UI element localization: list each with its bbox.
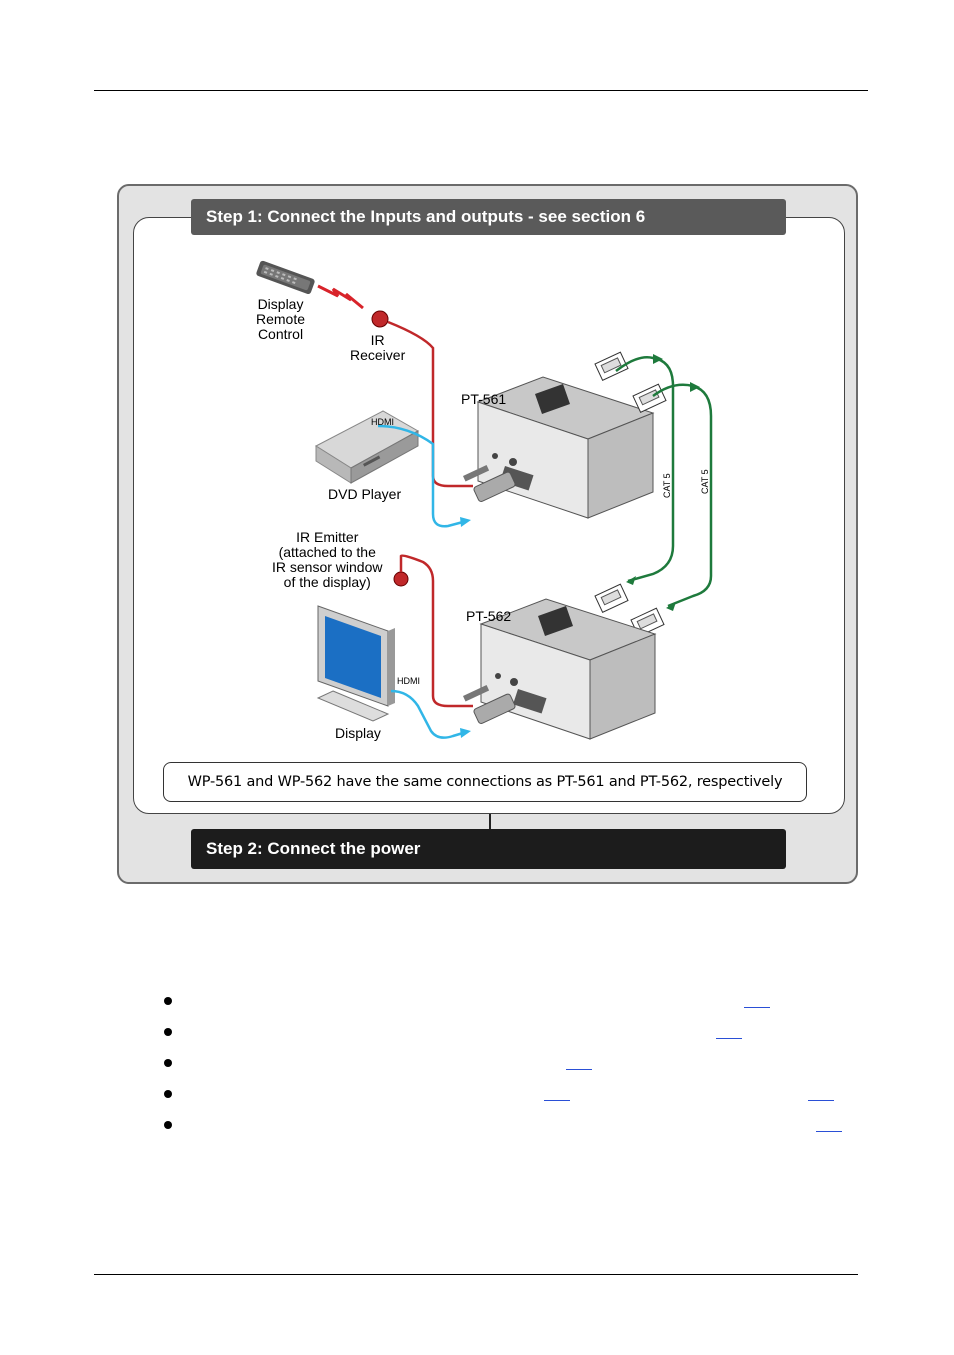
bullet-dot-icon bbox=[164, 1059, 172, 1067]
dvd-player-icon bbox=[314, 410, 420, 484]
ir-receiver-icon bbox=[371, 310, 389, 328]
ir-emitter-label: IR Emitter (attached to the IR sensor wi… bbox=[272, 529, 383, 590]
ir-plug-top-icon bbox=[463, 465, 490, 482]
hdmi-bottom-label: HDMI bbox=[397, 676, 420, 686]
list-item bbox=[164, 1057, 864, 1088]
bullet-dot-icon bbox=[164, 1028, 172, 1036]
cat5-label-b: CAT 5 bbox=[700, 469, 710, 494]
remote-control-icon bbox=[256, 260, 315, 295]
step1-banner: Step 1: Connect the Inputs and outputs -… bbox=[191, 199, 786, 235]
ir-receiver-label: IR Receiver bbox=[350, 332, 406, 363]
section-link[interactable] bbox=[566, 1055, 592, 1070]
dvd-player-label: DVD Player bbox=[328, 486, 402, 502]
section-link[interactable] bbox=[808, 1086, 834, 1101]
cat5-cable-b bbox=[652, 383, 713, 608]
bullet-dot-icon bbox=[164, 1090, 172, 1098]
hdmi-top-label: HDMI bbox=[371, 417, 394, 427]
footer-rule bbox=[94, 1274, 858, 1275]
section-link[interactable] bbox=[544, 1086, 570, 1101]
bullet-dot-icon bbox=[164, 1121, 172, 1129]
pt561-label: PT-561 bbox=[461, 391, 507, 407]
hdmi-plug-top-icon bbox=[473, 471, 516, 503]
list-item bbox=[164, 995, 864, 1026]
ir-signal-icon bbox=[317, 284, 364, 310]
list-item bbox=[164, 1088, 864, 1119]
list-item bbox=[164, 1119, 864, 1150]
ir-plug-bottom-icon bbox=[463, 685, 490, 702]
list-item bbox=[164, 1026, 864, 1057]
step-connector bbox=[489, 814, 491, 829]
hdmi-plug-bottom-icon bbox=[473, 693, 516, 725]
hdmi-cable-top bbox=[377, 424, 464, 528]
step2-banner: Step 2: Connect the power bbox=[191, 829, 786, 869]
cat5-label-a: CAT 5 bbox=[662, 473, 672, 498]
pt562-label: PT-562 bbox=[466, 608, 512, 624]
rj45-bottom-a-icon bbox=[594, 583, 629, 613]
cat5-cable-a bbox=[615, 356, 675, 583]
ir-cable-bottom bbox=[399, 554, 473, 708]
display-label: Display bbox=[335, 725, 381, 741]
remote-control-label: Display Remote Control bbox=[256, 296, 306, 342]
ir-emitter-icon bbox=[393, 571, 409, 587]
hdmi-cable-bottom bbox=[390, 689, 464, 739]
section-link[interactable] bbox=[716, 1024, 742, 1039]
rj45-top-a-icon bbox=[594, 351, 629, 381]
section-link[interactable] bbox=[744, 993, 770, 1008]
section-link[interactable] bbox=[816, 1117, 842, 1132]
bullet-list bbox=[164, 995, 864, 1150]
bullet-dot-icon bbox=[164, 997, 172, 1005]
header-rule bbox=[94, 90, 868, 91]
display-monitor-icon bbox=[316, 605, 395, 722]
equivalence-note: WP-561 and WP-562 have the same connecti… bbox=[163, 762, 807, 802]
connection-diagram bbox=[256, 260, 713, 740]
